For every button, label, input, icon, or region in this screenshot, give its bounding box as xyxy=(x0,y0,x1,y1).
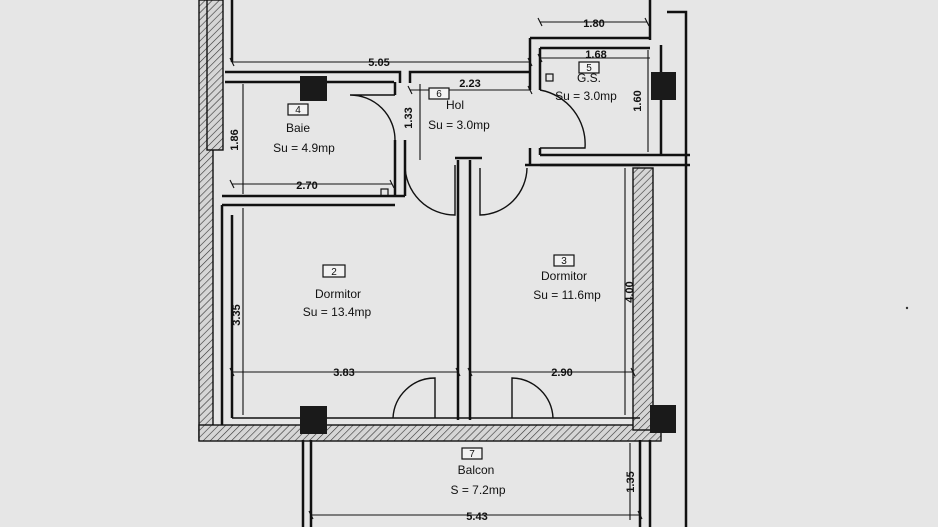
balcony-right-wall xyxy=(638,440,652,527)
room-label-balcon: 7 Balcon S = 7.2mp xyxy=(450,447,506,497)
room-label-dormitor-2: 2 Dormitor Su = 13.4mp xyxy=(303,264,372,319)
room-label-bale: 4 Baie Su = 4.9mp xyxy=(273,103,335,155)
gs-corner-mark xyxy=(545,73,554,82)
room-number: 6 xyxy=(436,89,442,100)
bedroom2-balcony-door xyxy=(392,377,436,419)
dimension-labels: 1.80 5.05 1.68 2.23 1.33 1.86 1.60 2.70 … xyxy=(229,18,644,523)
room-number: 2 xyxy=(331,267,337,278)
dim-gs-depth: 1.60 xyxy=(632,90,644,111)
room-name: Dormitor xyxy=(315,287,361,301)
room-area: Su = 3.0mp xyxy=(428,118,490,132)
exterior-walls xyxy=(198,0,690,527)
room-name: Hol xyxy=(446,98,464,112)
room-number: 4 xyxy=(295,105,301,116)
dim-hall-depth: 1.33 xyxy=(403,107,415,128)
far-right-wall xyxy=(667,10,688,527)
column-bath xyxy=(300,76,327,101)
dim-bedroom3-width: 2.90 xyxy=(551,367,572,379)
bedroom3-door xyxy=(479,167,528,216)
room-label-dormitor-3: 3 Dormitor Su = 11.6mp xyxy=(533,254,601,302)
dim-gs-width: 1.68 xyxy=(585,49,606,61)
bath-bottom-wall xyxy=(222,194,405,207)
column-gs xyxy=(651,72,676,100)
dim-bedroom2-depth: 3.35 xyxy=(231,304,243,325)
top-interior-wall xyxy=(225,70,530,83)
column-bottom-left xyxy=(300,406,327,434)
dim-bedroom2-width: 3.83 xyxy=(333,367,354,379)
central-partition xyxy=(456,160,472,420)
room-area: S = 7.2mp xyxy=(450,483,505,497)
room-number: 7 xyxy=(469,449,475,460)
dim-bedroom3-depth: 4.00 xyxy=(624,281,636,302)
room-label-hol: 6 Hol Su = 3.0mp xyxy=(428,87,490,132)
gs-left-wall-lower xyxy=(528,148,542,165)
room-name: G.S. xyxy=(577,71,601,85)
columns xyxy=(300,72,676,434)
dim-balcony-depth: 1.35 xyxy=(625,471,637,492)
doors xyxy=(349,89,586,419)
bedroom2-left-wall xyxy=(220,205,234,425)
bath-right-wall xyxy=(393,82,407,196)
dim-total-width: 5.05 xyxy=(368,57,389,69)
dim-gs-top-width: 1.80 xyxy=(583,18,604,30)
room-area: Su = 4.9mp xyxy=(273,141,335,155)
room-area: Su = 3.0mp xyxy=(555,89,617,103)
room-area: Su = 11.6mp xyxy=(533,288,601,302)
dimension-lines xyxy=(229,17,650,520)
gs-door xyxy=(539,89,586,149)
room-area: Su = 13.4mp xyxy=(303,305,372,319)
room-number: 3 xyxy=(561,256,567,267)
bath-corner-mark xyxy=(380,188,389,197)
room-name: Baie xyxy=(286,121,310,135)
gs-top-wall xyxy=(530,36,650,50)
column-bottom-right xyxy=(650,405,676,433)
room-name: Dormitor xyxy=(541,269,587,283)
bedroom2-door xyxy=(404,164,456,216)
dim-bath-width: 2.70 xyxy=(296,180,317,192)
left-wall-column xyxy=(206,0,224,151)
bath-door xyxy=(349,94,396,141)
dim-balcony-width: 5.43 xyxy=(466,511,487,523)
right-exterior-wall xyxy=(632,167,654,431)
speck xyxy=(905,306,909,310)
room-name: Balcon xyxy=(458,463,495,477)
gs-left-wall xyxy=(528,38,542,90)
room-label-gs: 5 G.S. Su = 3.0mp xyxy=(555,61,617,103)
dim-hall-width: 2.23 xyxy=(459,78,480,90)
balcony-left-wall xyxy=(301,440,313,527)
bedroom3-balcony-door xyxy=(511,377,554,419)
bottom-exterior-wall xyxy=(198,424,662,442)
dim-bath-depth: 1.86 xyxy=(229,129,241,150)
room-number: 5 xyxy=(586,63,592,74)
